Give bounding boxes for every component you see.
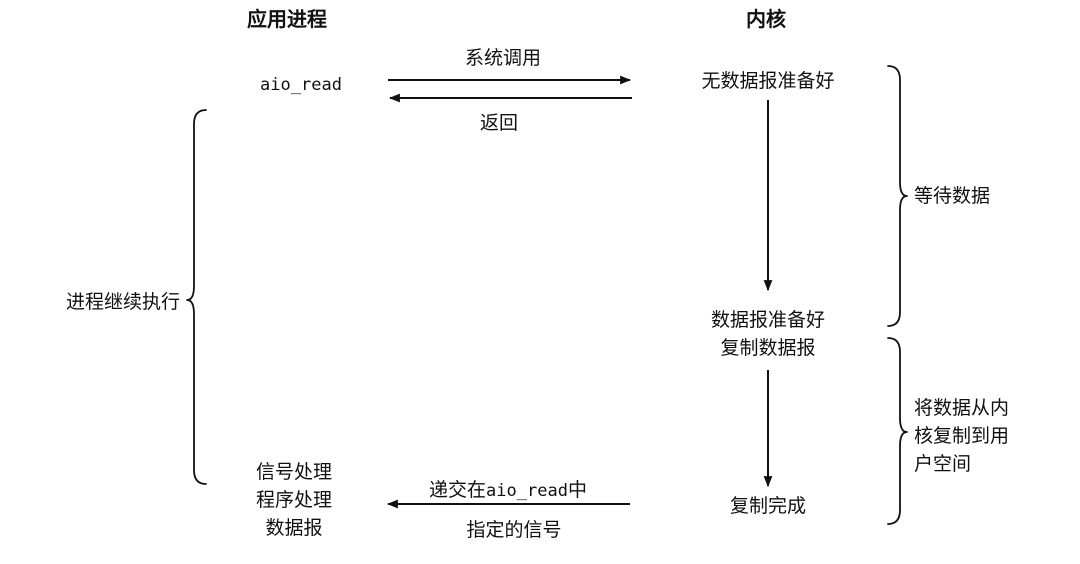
return-label: 返回 xyxy=(480,112,518,134)
handler-line-1: 信号处理 xyxy=(256,461,332,483)
header-app-process: 应用进程 xyxy=(247,7,327,31)
deliver-prefix: 递交在 xyxy=(429,479,486,501)
copy-user-line-2: 核复制到用 xyxy=(914,425,1009,447)
copy-user-space-brace xyxy=(887,337,908,525)
syscall-label: 系统调用 xyxy=(465,47,541,69)
handler-line-2: 程序处理 xyxy=(256,489,332,511)
kernel-copy-datagram-label: 复制数据报 xyxy=(720,337,815,359)
kernel-data-ready-label: 数据报准备好 xyxy=(711,309,825,331)
deliver-suffix: 中 xyxy=(568,479,587,501)
kernel-no-data-label: 无数据报准备好 xyxy=(701,70,834,92)
aio-read-call-label: aio_read xyxy=(260,75,342,95)
deliver-code: aio_read xyxy=(486,481,568,501)
deliver-signal-label: 指定的信号 xyxy=(466,519,561,541)
handler-line-3: 数据报 xyxy=(265,517,322,539)
copy-user-line-1: 将数据从内 xyxy=(914,397,1009,419)
kernel-copy-done-label: 复制完成 xyxy=(730,495,806,517)
wait-data-brace xyxy=(887,65,908,327)
header-kernel: 内核 xyxy=(746,7,786,31)
copy-user-line-3: 户空间 xyxy=(914,453,971,475)
continue-exec-label: 进程继续执行 xyxy=(66,291,180,313)
deliver-label: 递交在aio_read中 xyxy=(429,479,587,501)
wait-data-label: 等待数据 xyxy=(914,185,990,207)
continue-exec-brace xyxy=(186,109,207,485)
